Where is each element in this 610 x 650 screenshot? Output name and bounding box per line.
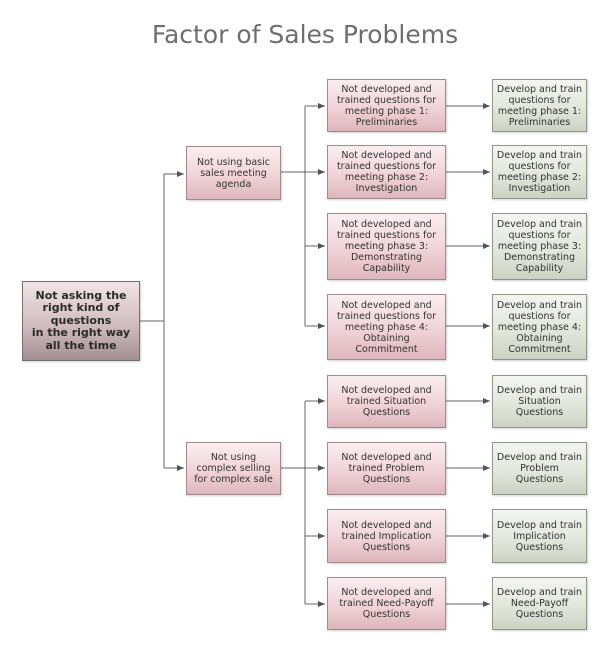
solution-box-problem-questions: Develop and train Problem Questions — [492, 442, 587, 495]
branch-box-sales-meeting-agenda: Not using basic sales meeting agenda — [186, 146, 281, 200]
solution-box-phase-2: Develop and train questions for meeting … — [492, 145, 587, 199]
cause-box-phase-4: Not developed and trained questions for … — [327, 294, 446, 360]
solution-box-phase-4: Develop and train questions for meeting … — [492, 294, 587, 360]
cause-box-need-payoff-questions: Not developed and trained Need-Payoff Qu… — [327, 577, 446, 630]
cause-box-phase-3: Not developed and trained questions for … — [327, 213, 446, 280]
cause-box-phase-2: Not developed and trained questions for … — [327, 145, 446, 199]
solution-box-situation-questions: Develop and train Situation Questions — [492, 375, 587, 428]
connector-branch-2-causes — [281, 401, 306, 604]
cause-box-implication-questions: Not developed and trained Implication Qu… — [327, 509, 446, 563]
solution-box-phase-3: Develop and train questions for meeting … — [492, 213, 587, 280]
solution-box-implication-questions: Develop and train Implication Questions — [492, 509, 587, 563]
solution-box-need-payoff-questions: Develop and train Need-Payoff Questions — [492, 577, 587, 630]
connector-root-branches — [140, 174, 165, 468]
diagram-title: Factor of Sales Problems — [151, 20, 459, 49]
branch-box-complex-selling: Not using complex selling for complex sa… — [186, 442, 281, 495]
solution-box-phase-1: Develop and train questions for meeting … — [492, 79, 587, 132]
cause-box-problem-questions: Not developed and trained Problem Questi… — [327, 442, 446, 495]
cause-box-situation-questions: Not developed and trained Situation Ques… — [327, 375, 446, 428]
connector-branch-1-causes — [281, 106, 306, 326]
root-problem-box: Not asking the right kind of questions i… — [22, 281, 140, 361]
cause-box-phase-1: Not developed and trained questions for … — [327, 79, 446, 132]
